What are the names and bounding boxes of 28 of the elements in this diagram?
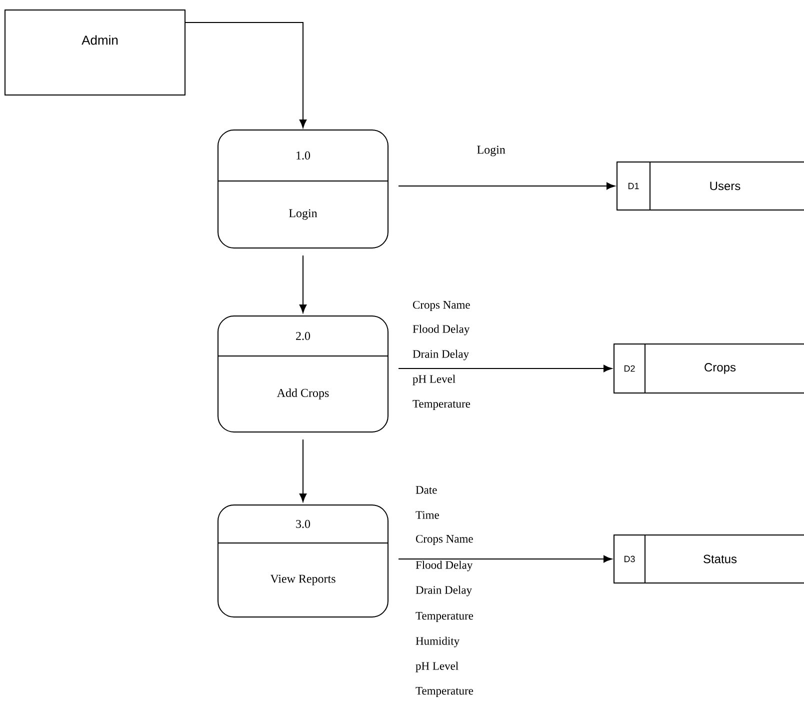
- data-flow-label: Flood Delay: [412, 324, 470, 336]
- external-entity-box: Admin: [4, 10, 186, 96]
- data-flow-label: Temperature: [416, 687, 474, 697]
- data-flow-label: Date: [416, 486, 437, 494]
- arrow: [398, 364, 612, 372]
- data-flow-label: Flood Delay: [416, 560, 473, 572]
- data-flow-label: Drain Delay: [416, 586, 472, 596]
- arrow: [299, 255, 307, 314]
- data-flow-label: pH Level: [416, 662, 458, 672]
- data-store: D1 Users: [616, 162, 804, 210]
- data-flow-label: Temperature: [412, 400, 470, 410]
- arrow: [185, 22, 307, 128]
- arrow: [398, 182, 616, 190]
- arrow: [299, 438, 307, 502]
- arrow: [398, 555, 612, 563]
- data-store: D2 Crops: [614, 343, 804, 394]
- edge-label: Login: [477, 146, 506, 156]
- data-flow-label: Crops Name: [416, 534, 473, 546]
- data-flow-label: Time: [416, 511, 439, 519]
- process-box: 1.0 Login: [218, 130, 388, 248]
- data-flow-label: pH Level: [412, 374, 456, 386]
- process-box: 3.0 View Reports: [218, 504, 388, 618]
- data-flow-label: Crops Name: [412, 300, 470, 312]
- data-flow-label: Humidity: [416, 636, 460, 648]
- process-box: 2.0 Add Crops: [218, 316, 388, 432]
- data-flow-label: Temperature: [416, 612, 474, 622]
- data-store: D3 Status: [614, 534, 804, 584]
- data-flow-label: Drain Delay: [412, 350, 469, 360]
